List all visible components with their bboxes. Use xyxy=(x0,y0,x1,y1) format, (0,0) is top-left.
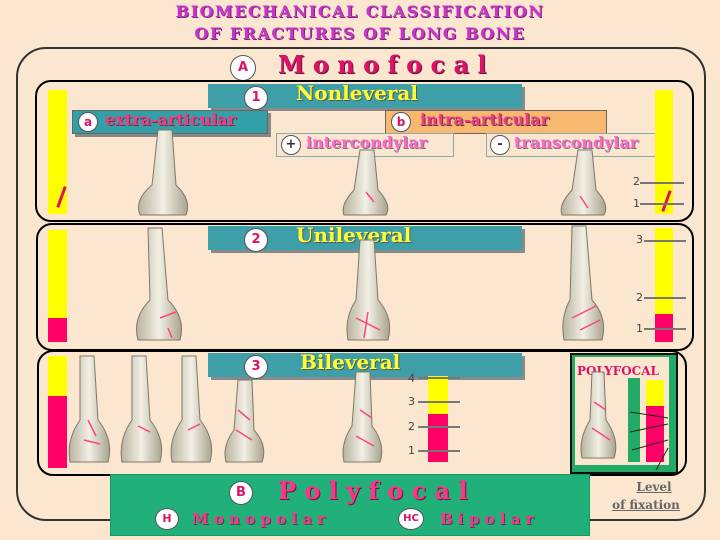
bone-row2-a xyxy=(136,227,182,341)
bipolar-label: B i p o l a r xyxy=(440,510,534,528)
level-label-line2: of fixation xyxy=(612,498,680,512)
bileveral-label: Bileveral xyxy=(300,350,401,374)
row3-ruler-1 xyxy=(418,450,460,452)
polyfocal-label: P o l y f o c a l xyxy=(278,476,468,505)
bone-row3-a xyxy=(68,355,111,463)
bone-row1-b xyxy=(342,149,389,216)
row3-ruler-2 xyxy=(418,426,460,428)
row3-level-2: 2 xyxy=(408,420,415,433)
monopolar-label: M o n o p o l a r xyxy=(192,510,326,528)
transcondylar-label: transcondylar xyxy=(514,133,639,152)
intra-articular-label: intra-articular xyxy=(420,110,550,129)
row1-ruler-1 xyxy=(640,203,684,205)
pointer-arrow xyxy=(655,447,669,471)
monofocal-label: M o n o f o c a l xyxy=(278,50,487,79)
intercondylar-label: intercondylar xyxy=(306,133,428,152)
fracture-line-10 xyxy=(365,191,375,203)
fracture-line-8 xyxy=(355,409,375,447)
bone-row3-d xyxy=(224,379,265,463)
level-label-line1: Level xyxy=(636,480,672,494)
bone-row1-a xyxy=(138,129,189,216)
row2-level-3: 3 xyxy=(636,233,643,246)
nonleveral-label: Nonleveral xyxy=(296,81,418,105)
intra-letter: b xyxy=(391,112,411,132)
bone-row3-b xyxy=(120,355,163,463)
polyfocal-bar-red xyxy=(646,406,664,462)
extra-articular-label: extra-articular xyxy=(105,110,237,129)
title-line-1: BIOMECHANICAL CLASSIFICATION xyxy=(175,2,545,21)
polyfocal-bar-yellow xyxy=(646,380,664,406)
monopolar-letter: H xyxy=(155,508,179,530)
row3-level-3: 3 xyxy=(408,395,415,408)
row1-ruler-2 xyxy=(640,182,684,184)
polyfocal-strip xyxy=(110,474,590,536)
row3-ruler-3 xyxy=(418,401,460,403)
row1-level-1: 1 xyxy=(633,197,640,210)
row3-ruler-4 xyxy=(418,377,460,379)
row3-mid-bar-yellow xyxy=(428,376,448,414)
row3-level-4: 4 xyxy=(408,372,415,385)
bipolar-letter: HC xyxy=(398,508,424,530)
fracture-line-4 xyxy=(83,419,101,445)
row2-ruler-1 xyxy=(644,328,686,330)
row2-level-2: 2 xyxy=(636,291,643,304)
transcondylar-sign: - xyxy=(490,135,510,155)
row2-ruler-3 xyxy=(644,240,686,242)
nonleveral-frame xyxy=(35,80,694,222)
bone-polyfocal xyxy=(580,371,617,459)
fracture-line-3 xyxy=(571,305,601,331)
unileveral-number: 2 xyxy=(244,228,268,252)
fracture-line-11 xyxy=(579,195,589,209)
unileveral-label: Unileveral xyxy=(296,223,412,247)
nonleveral-number: 1 xyxy=(244,86,268,110)
fracture-line-7 xyxy=(235,409,253,441)
fracture-line-6 xyxy=(187,423,201,431)
bone-row3-e xyxy=(342,371,383,463)
intercondylar-sign: + xyxy=(281,135,301,155)
title-line-2: OF FRACTURES OF LONG BONE xyxy=(194,24,526,43)
transcondylar-pill xyxy=(486,133,666,157)
row2-ruler-2 xyxy=(644,297,686,299)
row2-left-bar-red xyxy=(48,318,67,342)
extra-letter: a xyxy=(78,112,98,132)
row1-level-2: 2 xyxy=(633,175,640,188)
polyfocal-fixation-lines xyxy=(629,411,669,451)
bone-row3-c xyxy=(170,355,213,463)
row3-left-bar-red xyxy=(48,396,67,468)
fracture-line-5 xyxy=(137,425,151,433)
fracture-line-2 xyxy=(355,311,381,339)
fracture-line-1 xyxy=(159,311,177,339)
row2-left-bar-yellow xyxy=(48,230,67,318)
row3-left-bar-yellow xyxy=(48,356,67,396)
row3-level-1: 1 xyxy=(408,444,415,457)
polyfocal-letter: B xyxy=(229,481,253,505)
row2-right-bar-yellow xyxy=(655,228,673,314)
bone-row1-c xyxy=(560,149,607,216)
row2-level-1: 1 xyxy=(636,322,643,335)
row1-left-bar xyxy=(48,90,67,214)
polyfocal-bar-green xyxy=(628,378,640,462)
bone-row2-c xyxy=(562,225,605,341)
fracture-line-9 xyxy=(591,401,611,441)
bileveral-number: 3 xyxy=(244,355,268,379)
bone-row2-b xyxy=(346,239,391,341)
